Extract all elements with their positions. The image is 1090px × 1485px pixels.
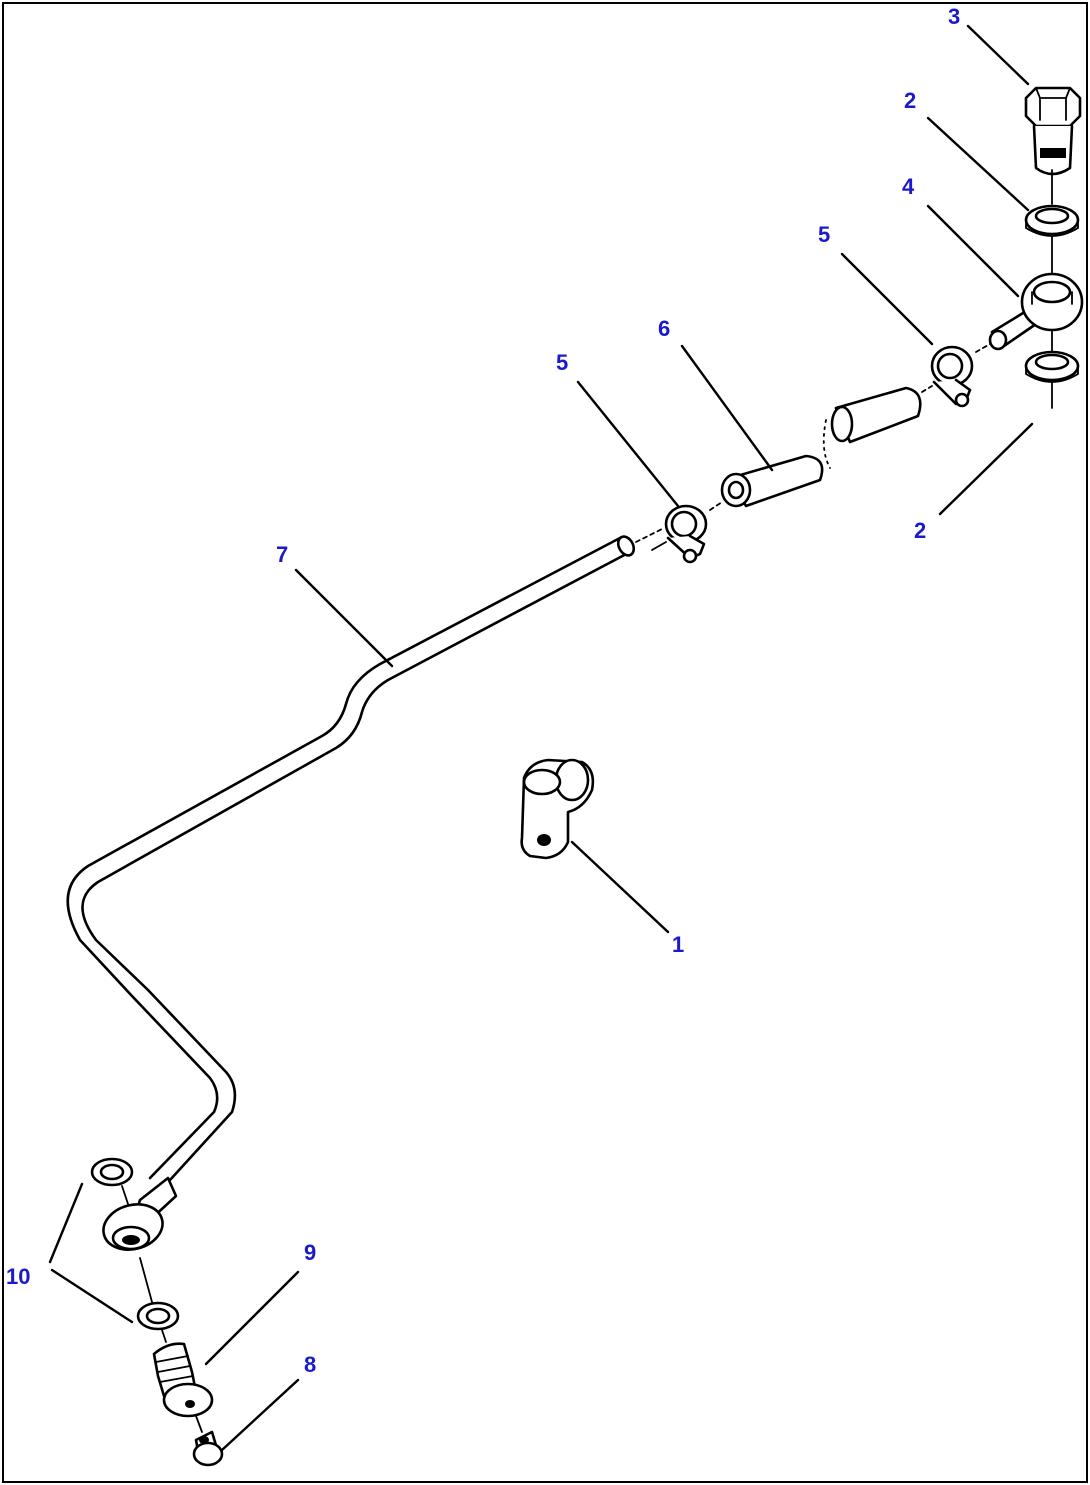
callout-5-right: 5 <box>818 222 830 247</box>
joint-bolt-top-part <box>1024 86 1082 176</box>
hose-part <box>720 386 922 508</box>
hose-clamp-right-part <box>930 345 974 408</box>
joint-bolt-bottom-part <box>152 1342 214 1418</box>
washer-lower-left-part <box>136 1301 180 1331</box>
callout-labels: 3 2 4 5 6 5 2 7 1 9 10 8 <box>6 4 960 1377</box>
callout-8: 8 <box>304 1352 316 1377</box>
callout-10: 10 <box>6 1264 30 1289</box>
leader-lines <box>48 24 1034 1452</box>
callout-5-left: 5 <box>556 350 568 375</box>
clip-part <box>520 758 595 860</box>
hose-clamp-left-part <box>651 504 708 564</box>
callout-1: 1 <box>672 932 684 957</box>
callout-2-top: 2 <box>904 88 916 113</box>
washer-upper-left-part <box>90 1157 134 1187</box>
callout-6: 6 <box>658 316 670 341</box>
callout-7: 7 <box>276 542 288 567</box>
plug-part <box>192 1430 224 1467</box>
callout-3: 3 <box>948 4 960 29</box>
callout-2-bottom: 2 <box>914 518 926 543</box>
washer-top-part <box>1024 204 1080 237</box>
assembly-axis-lines <box>121 169 1053 1433</box>
washer-bottom-part <box>1024 350 1080 383</box>
callout-4: 4 <box>902 174 915 199</box>
callout-9: 9 <box>304 1240 316 1265</box>
tube-part <box>66 535 636 1251</box>
eye-joint-part <box>988 272 1084 351</box>
